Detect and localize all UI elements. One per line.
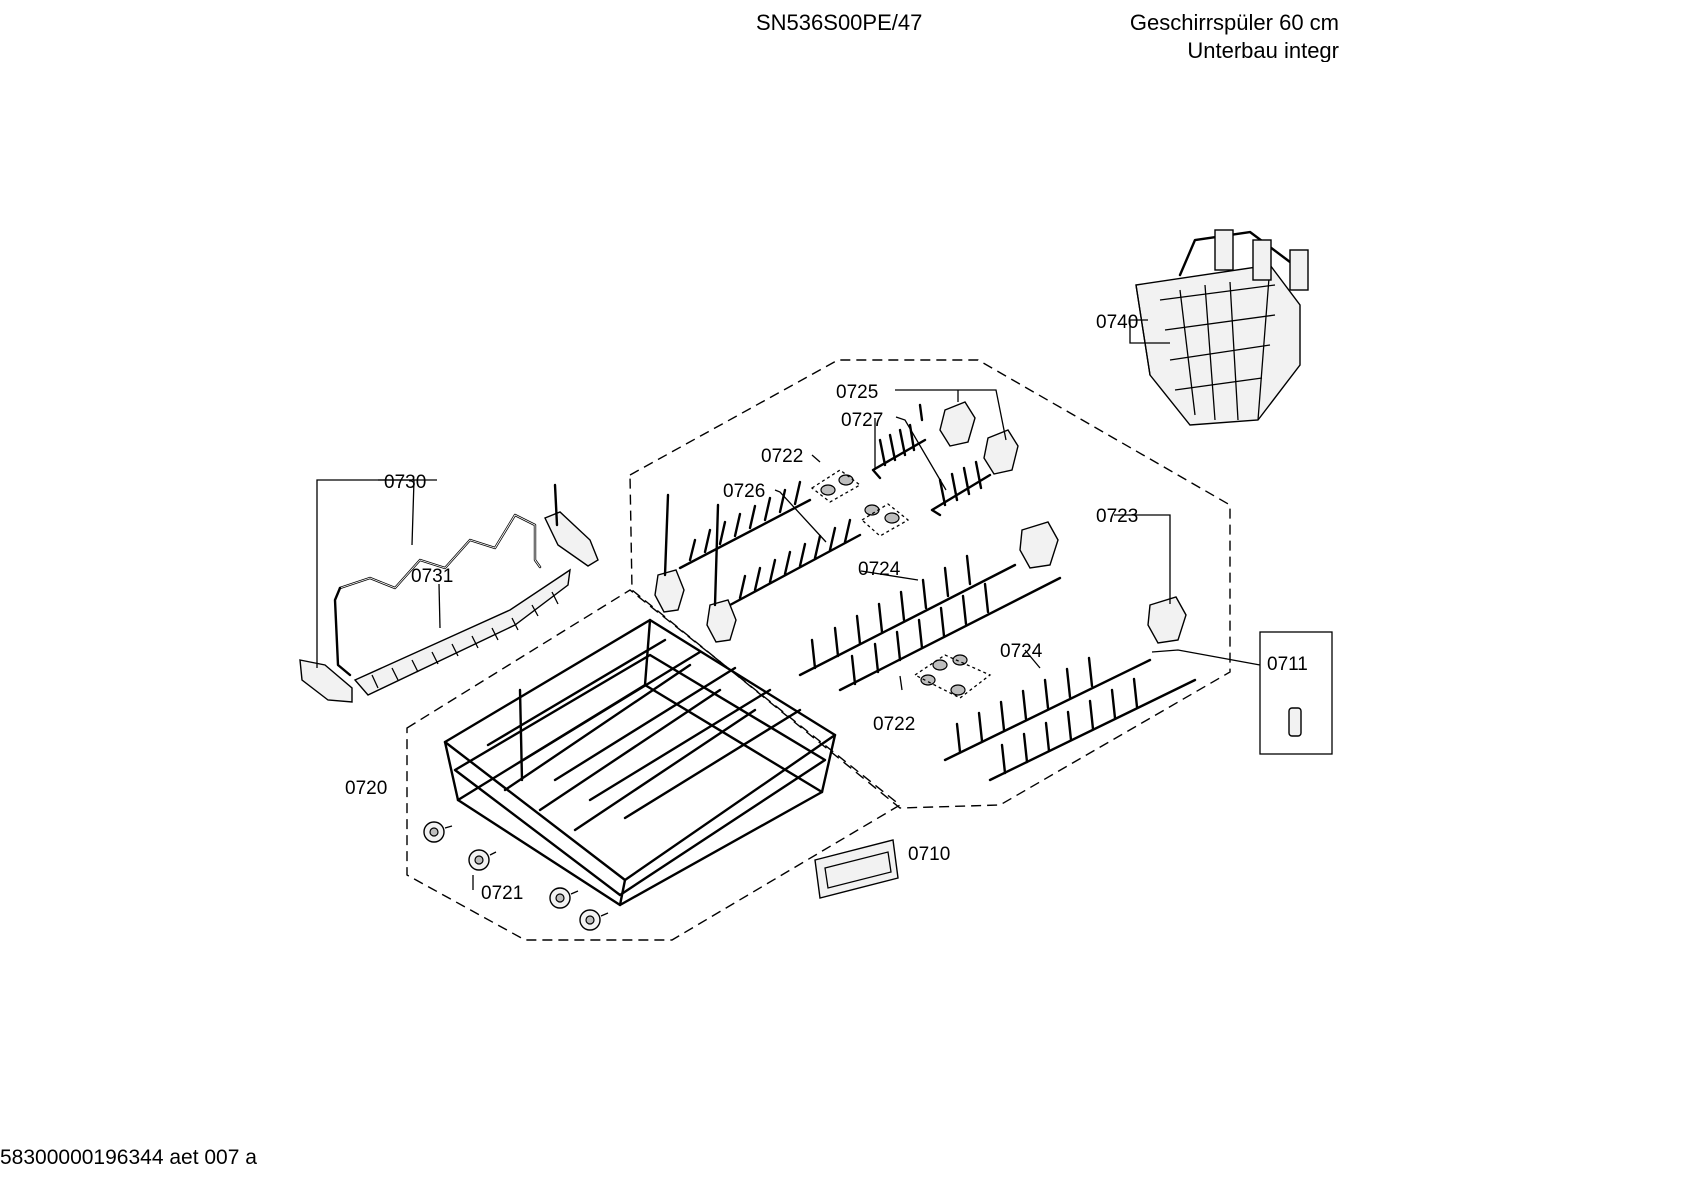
upper-rack-clips xyxy=(918,401,1019,475)
document-code: 58300000196344 aet 007 a xyxy=(0,1146,257,1169)
callout-0710: 0710 xyxy=(908,844,950,865)
lower-spacer-clips xyxy=(913,654,992,699)
basket-handle xyxy=(814,839,899,899)
callout-0724-lower: 0724 xyxy=(1000,641,1043,662)
lower-basket-assembly-boundary xyxy=(406,589,902,941)
cup-shelf-wire xyxy=(299,483,599,703)
appliance-subtitle: Unterbau integr xyxy=(1187,38,1339,62)
cutlery-basket xyxy=(1135,229,1309,426)
rail-end-caps xyxy=(1019,521,1187,644)
callout-0740: 0740 xyxy=(1096,312,1138,333)
cup-shelf-grid xyxy=(353,568,571,696)
rail-clips xyxy=(654,493,737,643)
callout-0722-lower: 0722 xyxy=(873,714,915,735)
folding-tine-racks xyxy=(678,480,862,607)
callout-0722-upper: 0722 xyxy=(761,446,803,467)
upper-tine-racks xyxy=(798,554,1197,782)
upper-rack-assembly-boundary xyxy=(629,359,1231,809)
callout-leader-lines xyxy=(316,319,1261,890)
lower-basket xyxy=(443,618,837,907)
upper-spacer-clips xyxy=(810,469,910,537)
callout-0724-upper: 0724 xyxy=(858,559,901,580)
spare-pin xyxy=(1259,631,1333,755)
callout-0720: 0720 xyxy=(345,778,387,799)
cup-shelf-tines xyxy=(871,423,992,517)
callout-0726: 0726 xyxy=(723,481,765,502)
callout-0727: 0727 xyxy=(841,410,883,431)
callout-0730: 0730 xyxy=(384,472,426,493)
basket-wheels xyxy=(423,821,609,931)
callout-0711: 0711 xyxy=(1267,654,1308,675)
callout-0721: 0721 xyxy=(481,883,523,904)
callout-0725: 0725 xyxy=(836,382,878,403)
appliance-title: Geschirrspüler 60 cm xyxy=(1129,10,1339,35)
callout-0723: 0723 xyxy=(1096,506,1138,527)
model-number: SN536S00PE/47 xyxy=(756,10,923,35)
callout-0731: 0731 xyxy=(411,566,453,587)
